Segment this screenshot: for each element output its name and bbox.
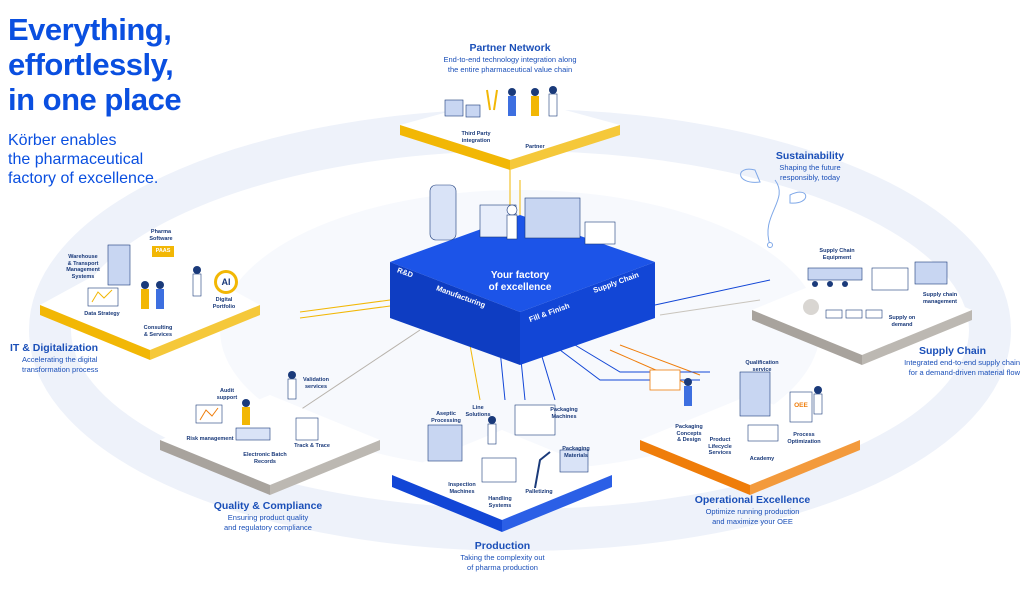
label-lifecycle: Product Lifecycle Services bbox=[708, 437, 732, 456]
label-packaging-materials: Packaging Materials bbox=[562, 446, 590, 459]
label-consulting: Consulting & Services bbox=[143, 325, 173, 338]
label-line-solutions: Line Solutions bbox=[465, 405, 491, 418]
label-ai: AI bbox=[221, 277, 231, 287]
supply-chain-desc-2: for a demand-driven material flow bbox=[908, 367, 1020, 377]
headline-line-2: effortlessly, bbox=[8, 47, 174, 82]
headline-line-1: Everything, bbox=[8, 12, 172, 47]
quality-compliance-title: Quality & Compliance bbox=[213, 500, 323, 512]
partner-network-section[interactable]: Partner Network End-to-end technology in… bbox=[420, 42, 600, 74]
partner-platform bbox=[400, 86, 620, 170]
center-title-line-1: Your factory bbox=[490, 270, 550, 281]
label-warehouse: Warehouse & Transport Management Systems bbox=[66, 254, 100, 280]
label-supply-management: Supply chain management bbox=[922, 292, 958, 305]
label-packaging-machines: Packaging Machines bbox=[550, 407, 578, 420]
it-digitalization-section[interactable]: IT & Digitalization Accelerating the dig… bbox=[10, 342, 120, 374]
label-process-optimization: Process Optimization bbox=[787, 432, 821, 445]
label-qualification: Qualification service bbox=[745, 360, 779, 373]
quality-platform bbox=[160, 371, 380, 495]
supply-chain-title: Supply Chain bbox=[918, 345, 987, 357]
sustainability-desc-2: responsibly, today bbox=[780, 172, 840, 182]
quality-compliance-desc-2: and regulatory compliance bbox=[224, 522, 312, 532]
production-desc-1: Taking the complexity out bbox=[460, 553, 545, 562]
operational-excellence-section[interactable]: Operational Excellence Optimize running … bbox=[685, 494, 820, 526]
label-data-strategy: Data Strategy bbox=[84, 311, 120, 317]
operational-excellence-title: Operational Excellence bbox=[694, 494, 811, 506]
production-desc-2: of pharma production bbox=[467, 562, 538, 572]
label-packaging-concepts: Packaging Concepts & Design bbox=[675, 424, 703, 443]
label-aseptic: Aseptic Processing bbox=[431, 411, 461, 424]
label-oee: OEE bbox=[794, 402, 808, 409]
label-paas: PAAS bbox=[155, 248, 171, 254]
it-platform bbox=[40, 244, 260, 360]
sustainability-title: Sustainability bbox=[775, 150, 845, 162]
factory-platform bbox=[390, 184, 655, 365]
subheadline-line-3: factory of excellence. bbox=[8, 170, 159, 187]
sustainability-desc-1: Shaping the future bbox=[779, 163, 841, 172]
supply-platform bbox=[752, 261, 972, 365]
production-title: Production bbox=[474, 540, 531, 552]
production-platform bbox=[392, 404, 612, 532]
production-section[interactable]: Production Taking the complexity out of … bbox=[440, 540, 565, 572]
label-risk-management: Risk management bbox=[186, 436, 234, 442]
label-pharma-software: Pharma Software bbox=[149, 229, 173, 242]
operational-excellence-desc-2: and maximize your OEE bbox=[712, 516, 793, 526]
label-academy: Academy bbox=[749, 456, 775, 462]
label-digital-portfolio: Digital Portfolio bbox=[212, 297, 236, 310]
supply-chain-desc-1: Integrated end-to-end supply chain bbox=[904, 358, 1020, 367]
label-palletizing: Palletizing bbox=[525, 489, 553, 495]
label-ebr: Electronic Batch Records bbox=[243, 452, 287, 465]
subheadline-line-2: the pharmaceutical bbox=[8, 151, 144, 168]
label-inspection: Inspection Machines bbox=[448, 482, 476, 495]
subheadline-line-1: Körber enables bbox=[8, 132, 117, 149]
paas-badge bbox=[152, 246, 174, 257]
ai-badge bbox=[214, 270, 238, 294]
label-track-trace: Track & Trace bbox=[294, 443, 330, 449]
label-third-party: Third Party integration bbox=[461, 131, 491, 144]
label-validation: Validation services bbox=[303, 377, 329, 390]
label-audit-support: Audit support bbox=[216, 388, 238, 401]
partner-network-desc-2: the entire pharmaceutical value chain bbox=[447, 64, 573, 74]
headline: Everything, effortlessly, in one place K… bbox=[8, 12, 238, 188]
quality-compliance-desc-1: Ensuring product quality bbox=[227, 513, 309, 522]
label-supply-on-demand: Supply on demand bbox=[888, 315, 916, 328]
it-digitalization-desc-2: transformation process bbox=[22, 364, 99, 374]
connection-lines bbox=[299, 150, 771, 411]
headline-line-3: in one place bbox=[8, 82, 182, 117]
sustainability-section[interactable]: Sustainability Shaping the future respon… bbox=[755, 150, 865, 182]
partner-network-title: Partner Network bbox=[469, 42, 551, 54]
it-digitalization-desc-1: Accelerating the digital bbox=[22, 355, 98, 364]
quality-compliance-section[interactable]: Quality & Compliance Ensuring product qu… bbox=[198, 500, 338, 532]
label-partner: Partner bbox=[525, 144, 545, 150]
label-supply-equipment: Supply Chain Equipment bbox=[819, 248, 855, 261]
center-title-line-2: of excellence bbox=[488, 282, 552, 293]
leaf-icon bbox=[740, 168, 807, 248]
center-title: Your factory of excellence bbox=[455, 270, 585, 294]
partner-network-desc-1: End-to-end technology integration along bbox=[443, 55, 577, 64]
operational-platform bbox=[640, 369, 860, 495]
operational-excellence-desc-1: Optimize running production bbox=[705, 507, 800, 516]
label-handling: Handling Systems bbox=[488, 496, 512, 509]
it-digitalization-title: IT & Digitalization bbox=[10, 342, 99, 354]
supply-chain-section[interactable]: Supply Chain Integrated end-to-end suppl… bbox=[885, 345, 1020, 377]
